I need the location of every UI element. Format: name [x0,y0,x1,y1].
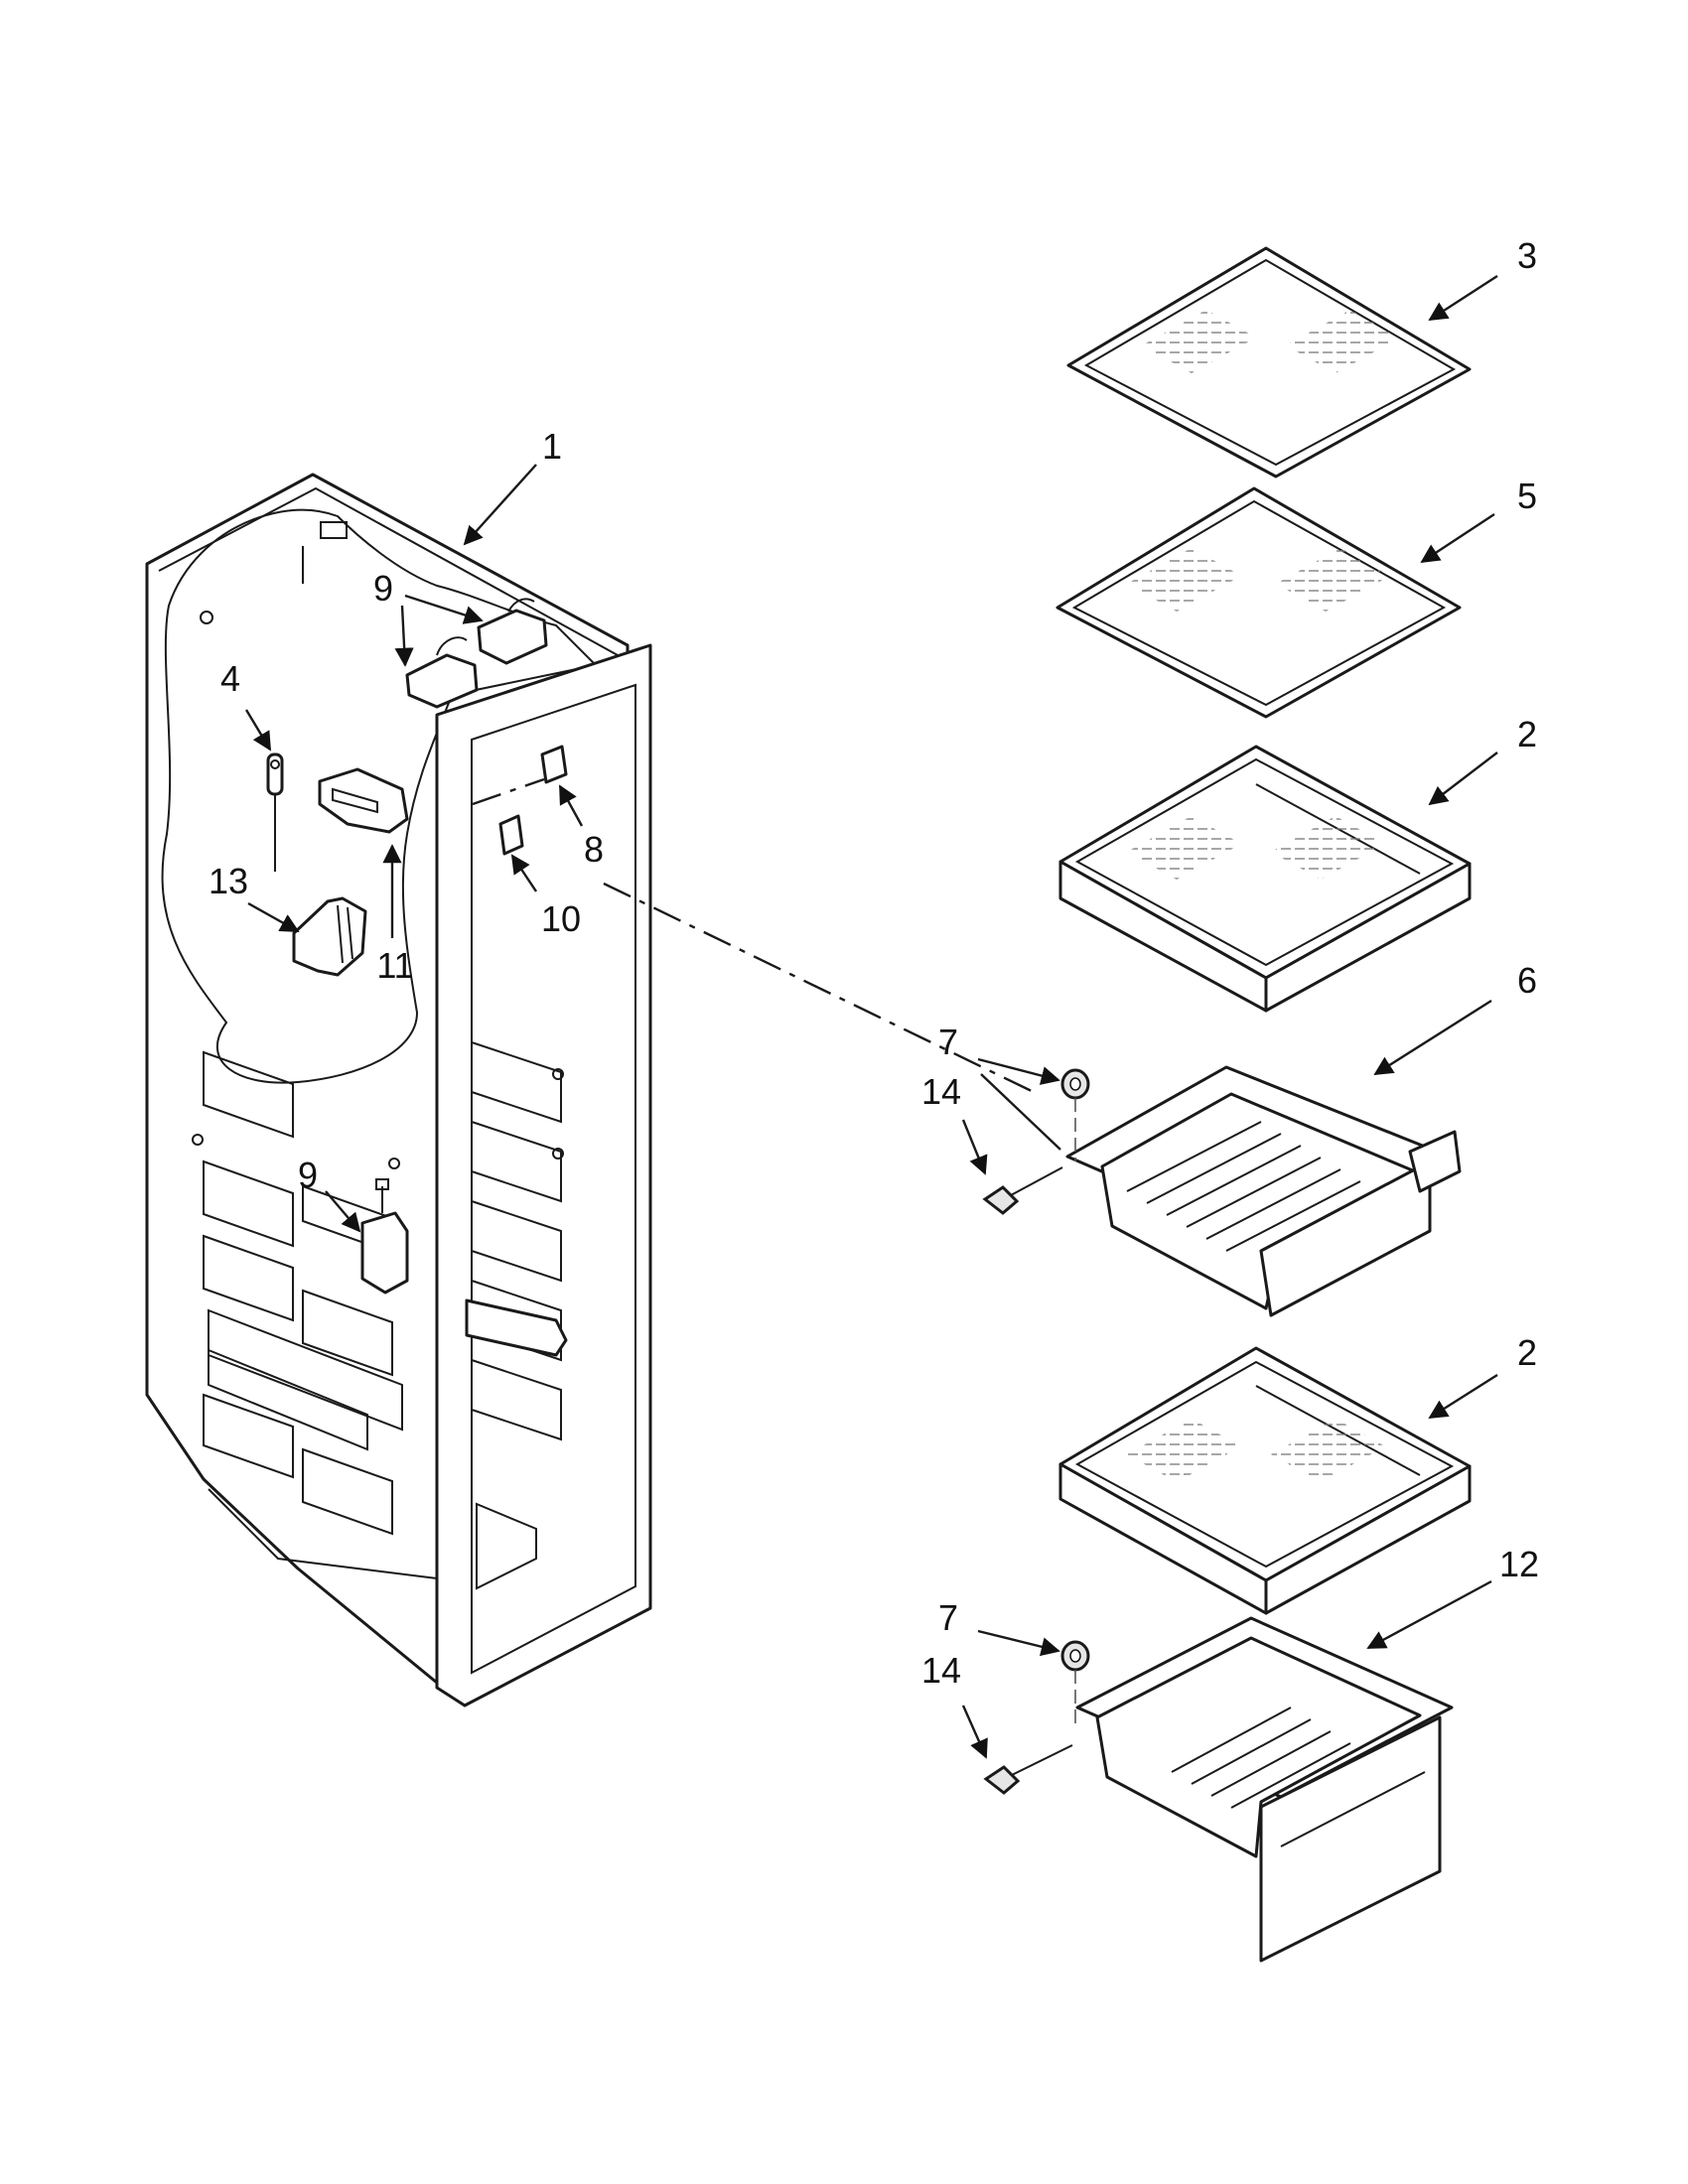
crisper-drawer [1075,1616,1454,1963]
callout-8: 8 [584,829,604,870]
callout-2-upper: 2 [1517,714,1537,754]
callout-7-upper: 7 [938,1022,958,1062]
callout-14-upper: 14 [921,1071,961,1112]
callout-13: 13 [209,861,248,901]
glass-shelf-5 [1055,486,1462,719]
callout-5: 5 [1517,476,1537,516]
light-housing [318,767,409,834]
callout-10: 10 [541,898,581,939]
crisper-ribs [1171,1706,1351,1809]
snack-pan-ribs [1126,1121,1361,1252]
snack-pan [1065,1065,1462,1317]
slide-shelf-2-lower [1058,1346,1472,1615]
slide-shelf-2-upper [1058,745,1472,1013]
callout-7-lower: 7 [938,1597,958,1638]
callout-3: 3 [1517,235,1537,276]
glass-shelf-3 [1066,246,1472,478]
callout-2-lower: 2 [1517,1332,1537,1373]
switch-10 [498,814,524,856]
screw-14-upper [982,1166,1063,1215]
callout-6: 6 [1517,960,1537,1001]
wire-harness-lower [360,1178,409,1295]
screw-14-lower [983,1744,1073,1795]
callout-1: 1 [542,426,562,467]
wire-harness-top [405,598,548,709]
callout-11: 11 [376,945,413,986]
callout-12: 12 [1499,1544,1539,1584]
liner-side-ribs [465,1040,568,1441]
callout-labels: 1 3 5 2 6 2 12 9 4 13 11 8 10 9 7 14 7 1… [209,235,1539,1691]
callout-4: 4 [220,658,240,699]
light-socket [266,752,284,872]
switch-8 [540,745,568,784]
leader-lines [244,274,1498,1759]
roller-7-upper [1060,1068,1090,1100]
callout-14-lower: 14 [921,1650,961,1691]
callout-9-lower: 9 [298,1155,318,1195]
callout-9-upper: 9 [373,568,393,609]
light-shield [292,896,367,977]
roller-7-lower [1060,1640,1090,1672]
